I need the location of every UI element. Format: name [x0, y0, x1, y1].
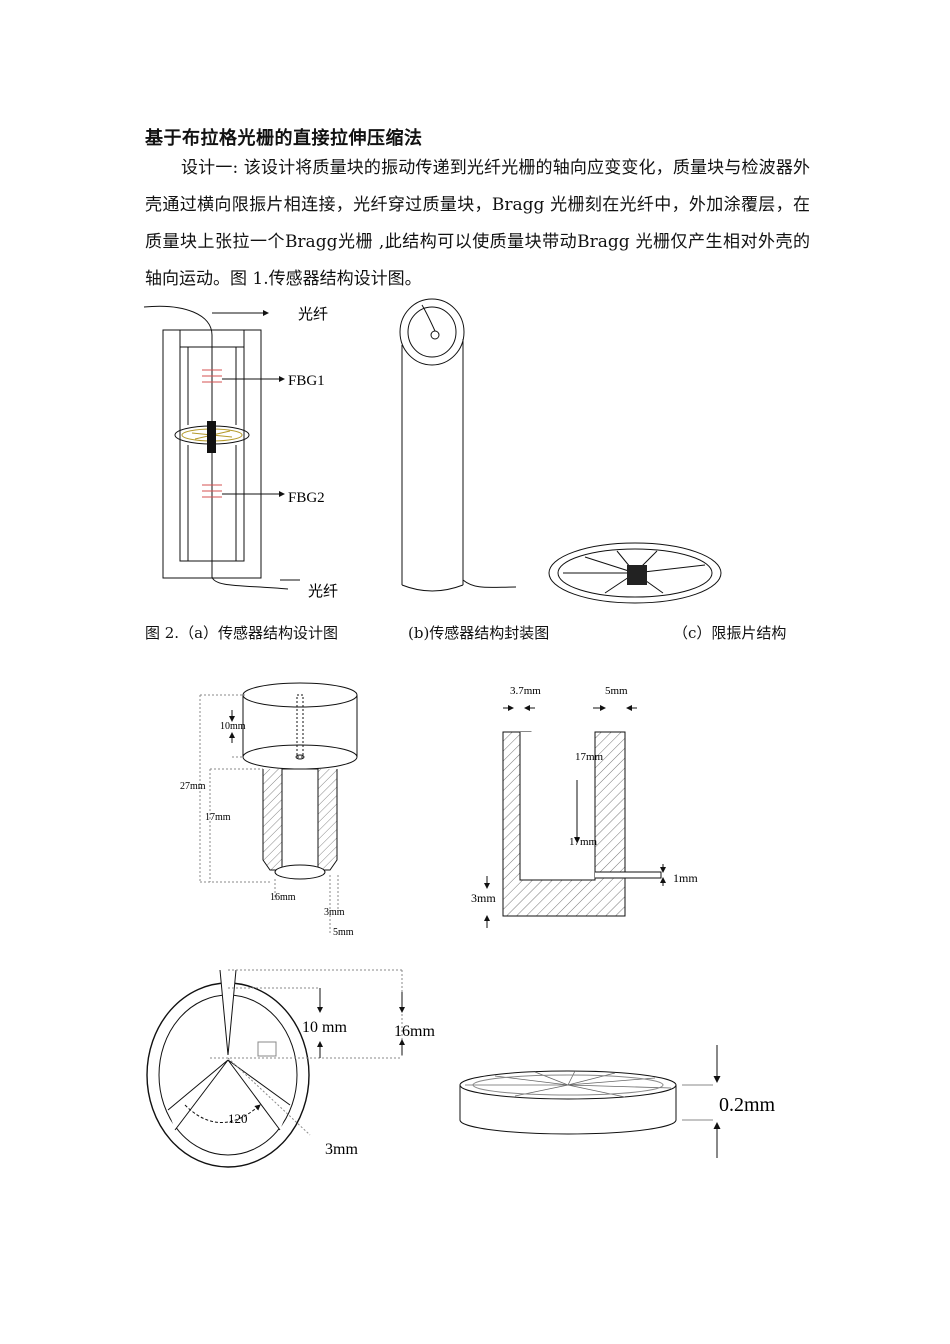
figure-2c-limit-plate [548, 542, 722, 604]
caption-c: （c）限振片结构 [673, 624, 787, 642]
dim-5mm: 5mm [333, 927, 354, 938]
figure-cylinder-dimensions: 10mm 27mm 17mm 16mm 3mm 5mm [180, 682, 358, 938]
label-fbg2: FBG2 [288, 490, 325, 506]
dim-17mm-lower: 17mm [569, 836, 598, 848]
dim-16mm: 16mm [270, 892, 296, 903]
dim-3mm-plate: 3mm [325, 1141, 358, 1158]
dim-1mm: 1mm [673, 871, 698, 885]
caption-b: (b)传感器结构封装图 [408, 624, 550, 642]
dim-3mm: 3mm [324, 907, 345, 918]
dim-27mm: 27mm [180, 781, 206, 792]
dim-10-mm: 10 mm [302, 1019, 347, 1036]
figure-plate-dimensions: 10 mm 16mm 120 3mm [146, 969, 435, 1168]
label-fiber-bottom: 光纤 [308, 583, 338, 600]
dim-10mm: 10mm [220, 721, 246, 732]
paragraph-text: 设计一: 该设计将质量块的振动传递到光纤光栅的轴向应变变化，质量块与检波器外壳通… [145, 158, 810, 289]
caption-a: 图 2.（a）传感器结构设计图 [145, 624, 339, 642]
label-fiber-top: 光纤 [298, 306, 328, 323]
figure-section-dimensions: 3.7mm 5mm 17mm 17mm 1mm 3mm [471, 685, 698, 928]
dim-5mm-top: 5mm [605, 685, 628, 697]
label-fbg1: FBG1 [288, 373, 325, 389]
dim-17mm: 17mm [205, 812, 231, 823]
dim-16mm-plate: 16mm [394, 1023, 435, 1040]
figure-2a-sensor-design: 光纤 FBG1 FBG2 光纤 [143, 305, 338, 600]
dim-3mm-bottom: 3mm [471, 891, 496, 905]
figure-2b-sensor-package [399, 298, 517, 592]
dim-0-2mm: 0.2mm [719, 1094, 775, 1116]
dim-angle-120: 120 [228, 1111, 248, 1126]
section-title: 基于布拉格光栅的直接拉伸压缩法 [145, 128, 423, 149]
dim-17mm-upper: 17mm [575, 751, 604, 763]
body-paragraph: 设计一: 该设计将质量块的振动传递到光纤光栅的轴向应变变化，质量块与检波器外壳通… [145, 150, 810, 298]
dim-3-7mm: 3.7mm [510, 685, 541, 697]
figure-disc-thickness: 0.2mm [459, 1045, 775, 1158]
